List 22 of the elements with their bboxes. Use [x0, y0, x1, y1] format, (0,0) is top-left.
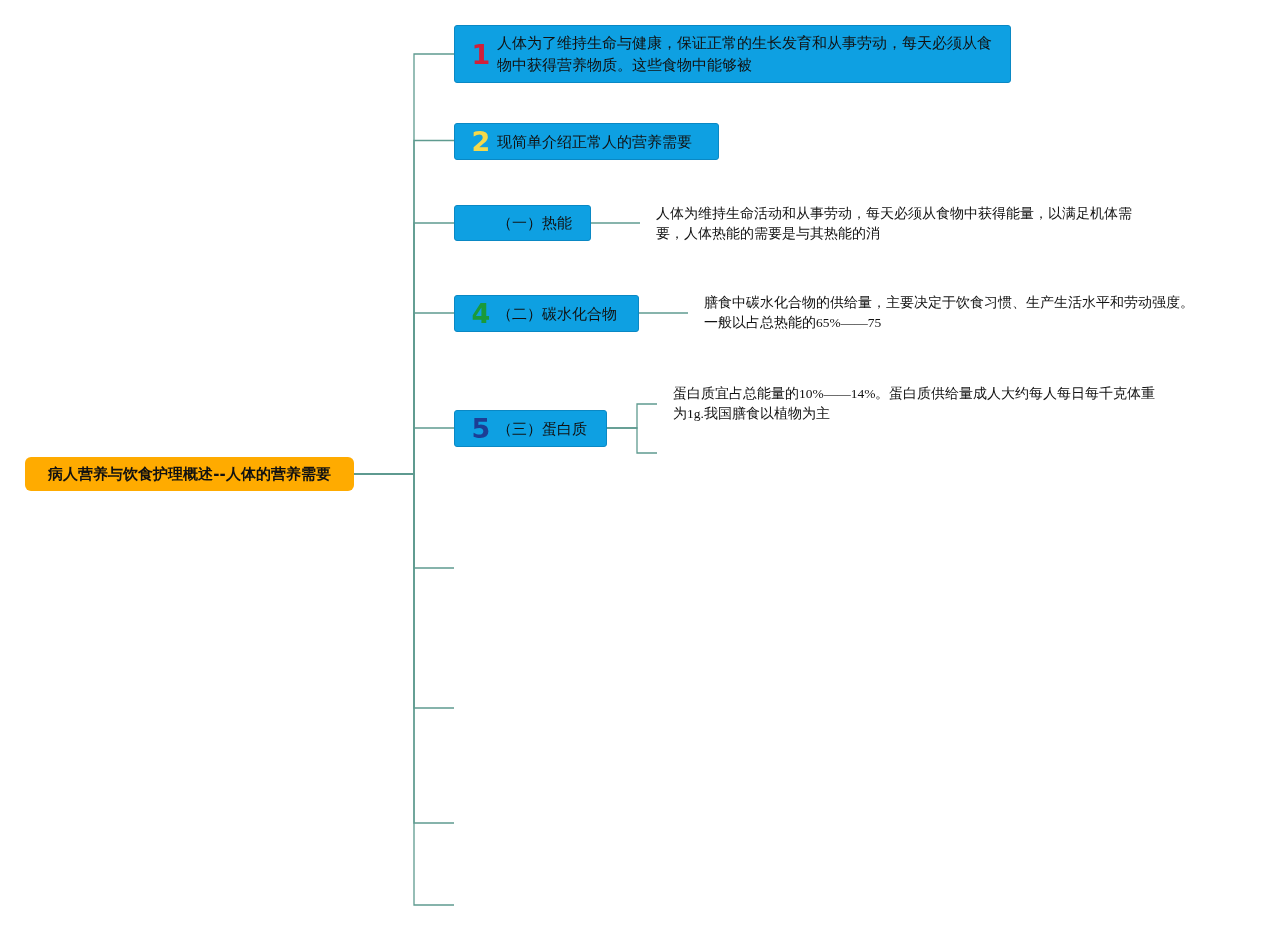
note-text: 人体为维持生命活动和从事劳动，每天必须从食物中获得能量，以满足机体需要，人体热能的需要是与其热能的消 — [640, 204, 1132, 244]
note-text: 蛋白质宜占总能量的10%——14%。蛋白质供给量成人大约每人每日每千克体重为1g.我国膳食以植物为主 — [657, 384, 1157, 424]
topic-box — [454, 295, 639, 332]
step-number: 2 — [471, 128, 491, 155]
topic-text: 人体为了维持生命与健康，保证正常的生长发育和从事劳动，每天必须从食物中获得营养物质。这些食物中能够被 — [497, 33, 993, 76]
step-number: 5 — [471, 415, 491, 442]
central-topic-box — [25, 457, 354, 491]
connector-line — [606, 427, 658, 454]
topic-text: （二）碳水化合物 — [497, 303, 617, 325]
topic-text: （一）热能 — [497, 213, 572, 234]
topic-box — [454, 410, 607, 447]
note-text: 膳食中碳水化合物的供给量，主要决定于饮食习惯、生产生活水平和劳动强度。一般以占总热能的65%——75 — [688, 293, 1196, 333]
step-number: 1 — [471, 40, 491, 68]
topic-box — [454, 25, 1011, 83]
step-number: 4 — [471, 300, 491, 327]
topic-box — [454, 205, 591, 241]
connector-line — [638, 312, 689, 314]
topic-text: 现简单介绍正常人的营养需要 — [497, 131, 692, 153]
topic-box — [454, 123, 719, 160]
topic-text: （三）蛋白质 — [497, 418, 587, 440]
topic-title: 病人营养与饮食护理概述--人体的营养需要 — [48, 464, 331, 484]
connector-line — [590, 222, 641, 224]
